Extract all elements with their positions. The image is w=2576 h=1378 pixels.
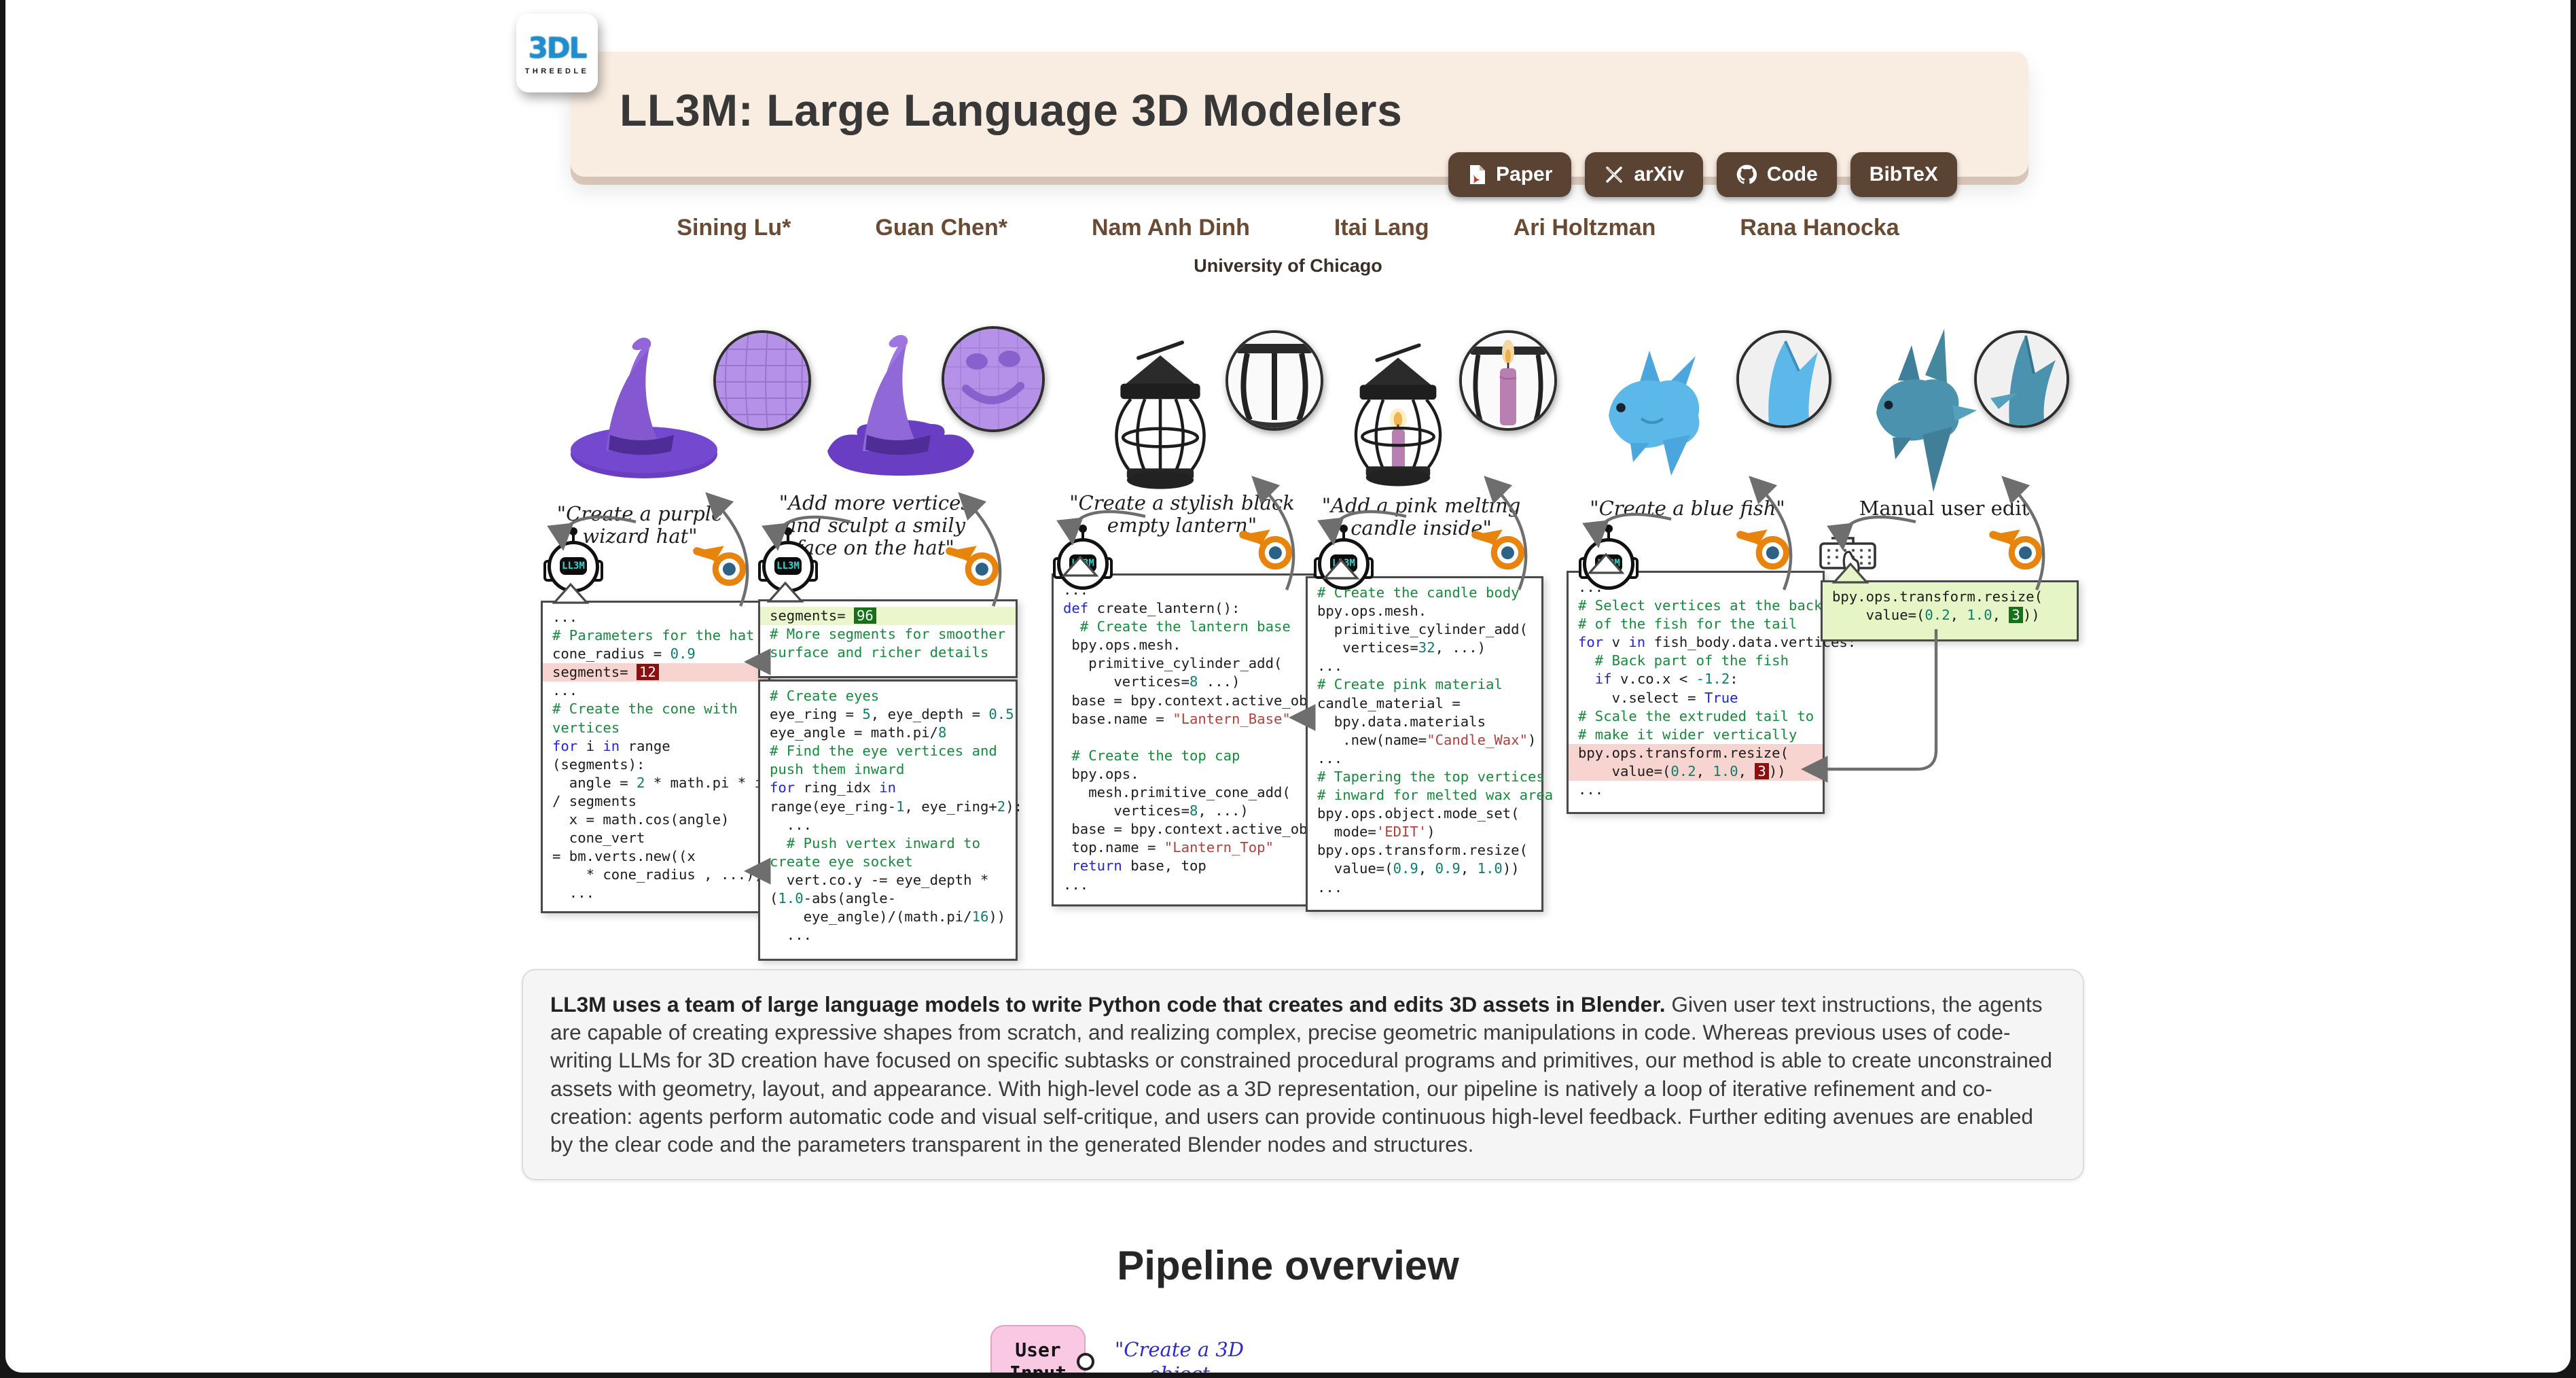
user-input-node: User Input (990, 1325, 1086, 1373)
author-name[interactable]: Sining Lu* (677, 215, 791, 241)
page-title: LL3M: Large Language 3D Modelers (620, 85, 1403, 135)
ll3m-agent-icon: LL3M (543, 527, 603, 595)
window-edge-left (0, 0, 5, 1378)
ll3m-agent-icon: LL3M (1579, 525, 1639, 593)
code-block-fish: ...# Select vertices at the back# of the… (1567, 571, 1856, 814)
lantern-render-empty (1090, 337, 1231, 492)
nav-buttons: Paper arXiv Code BibTeX (1448, 152, 1957, 197)
code-button[interactable]: Code (1716, 152, 1837, 197)
lantern-interior-inset (1226, 330, 1323, 431)
authors-row: Sining Lu* Guan Chen* Nam Anh Dinh Itai Lan… (5, 215, 2571, 241)
lantern-render-candle (1330, 337, 1466, 492)
arxiv-button[interactable]: arXiv (1585, 152, 1703, 197)
title-banner: LL3M: Large Language 3D Modelers (571, 52, 2028, 177)
keyboard-edit-icon (1818, 533, 1880, 595)
github-icon (1736, 164, 1757, 186)
blender-icon (693, 538, 750, 590)
arxiv-icon (1604, 164, 1624, 185)
wizard-hat-render-1 (562, 329, 726, 484)
code-block-more-segments: segments= 96# More segments for smoother… (758, 599, 1018, 678)
abstract: LL3M uses a team of large language model… (522, 969, 2084, 1181)
author-name[interactable]: Nam Anh Dinh (1091, 215, 1250, 241)
candle-inset (1459, 330, 1557, 431)
label-manual-user-edit: Manual user edit (1859, 497, 2030, 520)
fish-render-2 (1860, 326, 1985, 497)
pipeline-overview-heading: Pipeline overview (1117, 1243, 1459, 1288)
fish-tail-inset-1 (1736, 330, 1831, 428)
blender-icon (1989, 522, 2046, 573)
blender-icon (1239, 522, 1296, 573)
author-name[interactable]: Ari Holtzman (1513, 215, 1656, 241)
paper-button[interactable]: Paper (1448, 152, 1572, 197)
ll3m-agent-icon: LL3M (1314, 525, 1374, 593)
fish-render-1 (1587, 337, 1728, 484)
hat-mesh-inset (713, 330, 811, 431)
author-name[interactable]: Guan Chen* (875, 215, 1007, 241)
threedle-logo-wordmark: THREEDLE (524, 67, 590, 75)
user-input-quote: "Create a 3D object of a chair" (1114, 1338, 1245, 1373)
blender-icon (946, 538, 1003, 590)
pdf-icon (1467, 164, 1486, 186)
threedle-logo-mark: 3DL (528, 31, 588, 65)
agent-label: LL3M (562, 561, 585, 571)
wizard-hat-render-2 (817, 326, 982, 484)
smily-face-inset (942, 326, 1045, 432)
fish-tail-inset-2 (1974, 330, 2069, 428)
abstract-lead: LL3M uses a team of large language model… (550, 992, 1666, 1017)
blender-icon (1471, 522, 1528, 573)
threedle-logo[interactable]: 3DL THREEDLE (516, 14, 598, 92)
project-page: LL3M: Large Language 3D Modelers 3DL THR… (5, 0, 2571, 1373)
window-edge-right (2571, 0, 2576, 1378)
affiliation: University of Chicago (1194, 255, 1382, 276)
author-name[interactable]: Rana Hanocka (1740, 215, 1899, 241)
author-name[interactable]: Itai Lang (1334, 215, 1429, 241)
quote-fish: "Create a blue fish" (1590, 497, 1785, 520)
bibtex-button[interactable]: BibTeX (1850, 152, 1957, 197)
ll3m-agent-icon: LL3M (1053, 525, 1113, 593)
abstract-body: Given user text instructions, the agents… (550, 992, 2052, 1157)
person-icon (1068, 1351, 1103, 1373)
blender-icon (1736, 522, 1793, 573)
ll3m-agent-icon: LL3M (758, 527, 818, 595)
code-block-lantern: ...def create_lantern(): # Create the la… (1052, 573, 1341, 906)
